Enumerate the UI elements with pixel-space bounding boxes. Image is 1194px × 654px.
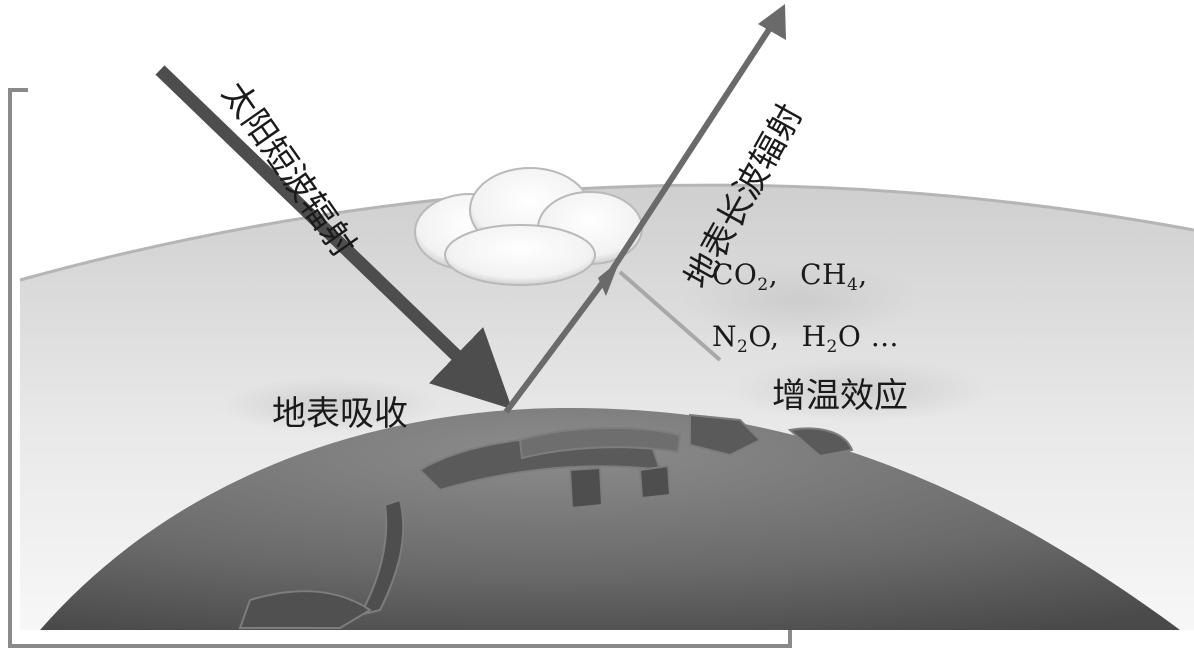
gas-list-row-2: N2O, H2O … [712, 320, 899, 357]
haze-right-low [730, 358, 990, 422]
gas-h2o: H2O … [801, 320, 900, 357]
cloud [414, 167, 643, 286]
surface-radiation-arrow-lower [503, 268, 615, 414]
haze-right [680, 260, 920, 340]
frame-bracket [8, 88, 792, 648]
earth-relief [238, 413, 854, 629]
back-radiation-line [618, 270, 722, 362]
surface-absorption-label: 地表吸收 [272, 394, 408, 434]
surface-radiation-arrow-head [758, 4, 786, 40]
atmosphere-edge [19, 183, 1194, 282]
surface-radiation-arrow-upper [609, 26, 773, 272]
gas-list-row-1: CO2, CH4, [712, 258, 868, 295]
incoming-radiation-arrow [155, 65, 513, 410]
earth-surface [40, 407, 1180, 630]
warming-effect-label: 增温效应 [772, 376, 908, 416]
gas-ch4: CH4, [800, 258, 868, 295]
gas-n2o: N2O, [712, 320, 780, 357]
haze-left [220, 377, 440, 433]
gas-co2: CO2, [712, 258, 779, 295]
